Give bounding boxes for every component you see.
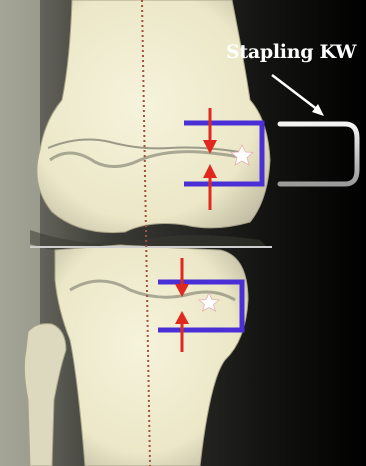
femur [37,0,270,233]
stapling-kw-label: Stapling KW [226,41,356,63]
